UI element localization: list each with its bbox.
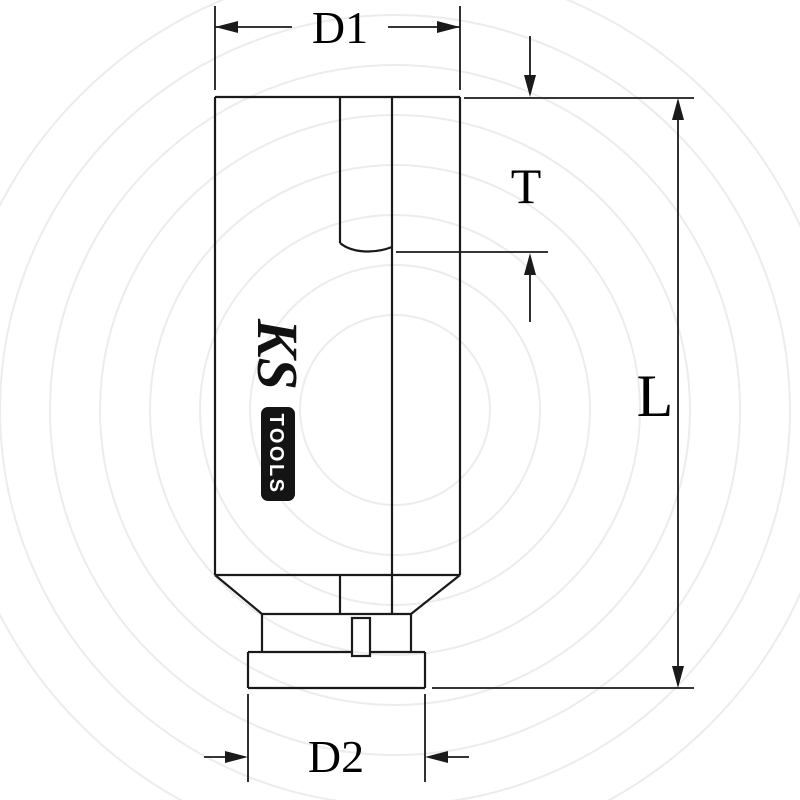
d1-arrow-right — [437, 21, 460, 33]
watermark-circle — [0, 14, 791, 800]
t-arrow-up — [524, 253, 536, 275]
t-arrow-down — [524, 75, 536, 97]
d2-arrow-right — [425, 751, 448, 763]
dimension-d2: D2 — [204, 694, 469, 782]
t-label: T — [511, 158, 542, 214]
watermark-circle — [149, 164, 641, 656]
dimension-t: T — [396, 36, 548, 322]
d2-label: D2 — [308, 731, 364, 782]
hex-bottom-curve — [339, 242, 393, 253]
brand-name-text: KS — [245, 318, 310, 390]
chamfer-right — [410, 574, 461, 615]
chamfer-left — [214, 574, 263, 615]
watermark-circle — [249, 264, 541, 556]
brand-suffix-text: TOOLS — [265, 413, 287, 494]
l-arrow-up — [672, 98, 684, 120]
socket-body-outline — [213, 95, 462, 690]
dimension-l: L — [432, 97, 694, 689]
l-arrow-down — [672, 666, 684, 688]
hex-bore-lines — [338, 97, 394, 614]
d1-label: D1 — [312, 2, 368, 53]
watermark-circle — [199, 214, 591, 606]
d1-arrow-left — [215, 21, 238, 33]
watermark-circle — [299, 314, 491, 506]
brand-logo: KS TOOLS — [245, 318, 310, 501]
dimension-d1: D1 — [214, 2, 461, 90]
l-label: L — [637, 363, 674, 429]
retaining-pin — [350, 616, 372, 658]
watermark-circle — [99, 114, 691, 706]
brand-box — [261, 407, 295, 501]
d2-arrow-left — [225, 751, 248, 763]
watermark-circle — [49, 64, 741, 756]
